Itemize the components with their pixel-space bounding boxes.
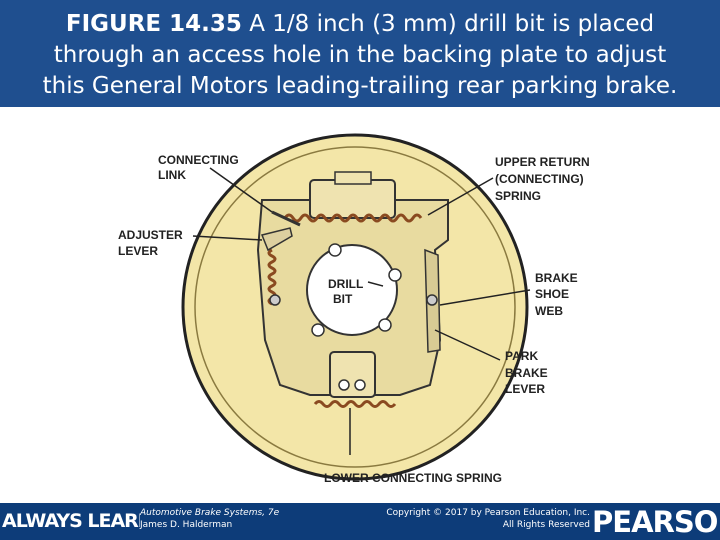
label-upper-return-spring-2: (CONNECTING): [495, 172, 584, 186]
leader-upper-return-spring: [427, 177, 494, 216]
label-adjuster-lever-2: LEVER: [118, 244, 158, 258]
always-learning-logo: ALWAYS LEARNING: [0, 503, 142, 540]
label-upper-return-spring: UPPER RETURN: [495, 155, 590, 169]
figure-number: FIGURE 14.35: [65, 11, 242, 37]
anchor-hole-2: [354, 379, 366, 391]
leader-adjuster-lever: [192, 235, 263, 241]
label-drill-bit-2: BIT: [333, 292, 353, 306]
anchor-block: [329, 351, 376, 398]
adjuster-lever: [260, 227, 293, 252]
wheel-cylinder-cap: [334, 171, 372, 185]
parking-brake-diagram: CONNECTING LINK ADJUSTER LEVER UPPER RET…: [118, 133, 590, 485]
wheel-cylinder: [309, 179, 396, 219]
hold-down-pin-left: [269, 294, 281, 306]
label-adjuster-lever: ADJUSTER: [118, 228, 183, 242]
label-upper-return-spring-3: SPRING: [495, 189, 541, 203]
backing-plate-rim: [194, 146, 516, 468]
lower-connecting-spring: [313, 400, 397, 408]
hub-opening: [306, 244, 398, 336]
anchor-hole-1: [338, 379, 350, 391]
label-park-brake-lever-2: BRAKE: [505, 366, 548, 380]
label-brake-shoe-web-3: WEB: [535, 304, 563, 318]
label-park-brake-lever-3: LEVER: [505, 382, 545, 396]
label-brake-shoe-web: BRAKE: [535, 271, 578, 285]
leader-drill-bit: [367, 281, 384, 287]
figure-caption: FIGURE 14.35 A 1/8 inch (3 mm) drill bit…: [0, 0, 720, 107]
label-brake-shoe-web-2: SHOE: [535, 287, 569, 301]
book-title: Automotive Brake Systems, 7e: [140, 508, 280, 518]
bolt-hole-1: [328, 243, 342, 257]
bolt-hole-4: [311, 323, 325, 337]
caption-line-2: through an access hole in the backing pl…: [53, 42, 667, 68]
copyright-line-2: All Rights Reserved: [502, 520, 590, 530]
label-lower-connecting-spring: LOWER CONNECTING SPRING: [324, 471, 502, 485]
label-park-brake-lever: PARK: [505, 349, 538, 363]
footer-band: [140, 503, 600, 540]
leader-brake-shoe-web: [439, 289, 531, 306]
bolt-hole-2: [388, 268, 402, 282]
hold-down-pin-right: [426, 294, 438, 306]
caption-line-1: FIGURE 14.35 A 1/8 inch (3 mm) drill bit…: [0, 9, 720, 40]
bolt-hole-3: [378, 318, 392, 332]
caption-text-1: A 1/8 inch (3 mm) drill bit is placed: [241, 11, 655, 37]
upper-return-spring: [283, 213, 423, 223]
copyright-notice: Copyright © 2017 by Pearson Education, I…: [386, 507, 590, 531]
leader-park-brake-lever: [434, 329, 501, 361]
pearson-logo: PEARSON: [592, 503, 720, 540]
caption-line-3: this General Motors leading-trailing rea…: [42, 73, 678, 99]
book-author: James D. Halderman: [140, 520, 233, 530]
label-drill-bit: DRILL: [328, 277, 363, 291]
book-credit: Automotive Brake Systems, 7e James D. Ha…: [140, 507, 279, 531]
connecting-link: [271, 210, 301, 227]
label-connecting-link-2: LINK: [158, 168, 186, 182]
copyright-line-1: Copyright © 2017 by Pearson Education, I…: [386, 508, 590, 518]
label-connecting-link: CONNECTING: [158, 153, 239, 167]
leader-connecting-link: [209, 167, 273, 213]
